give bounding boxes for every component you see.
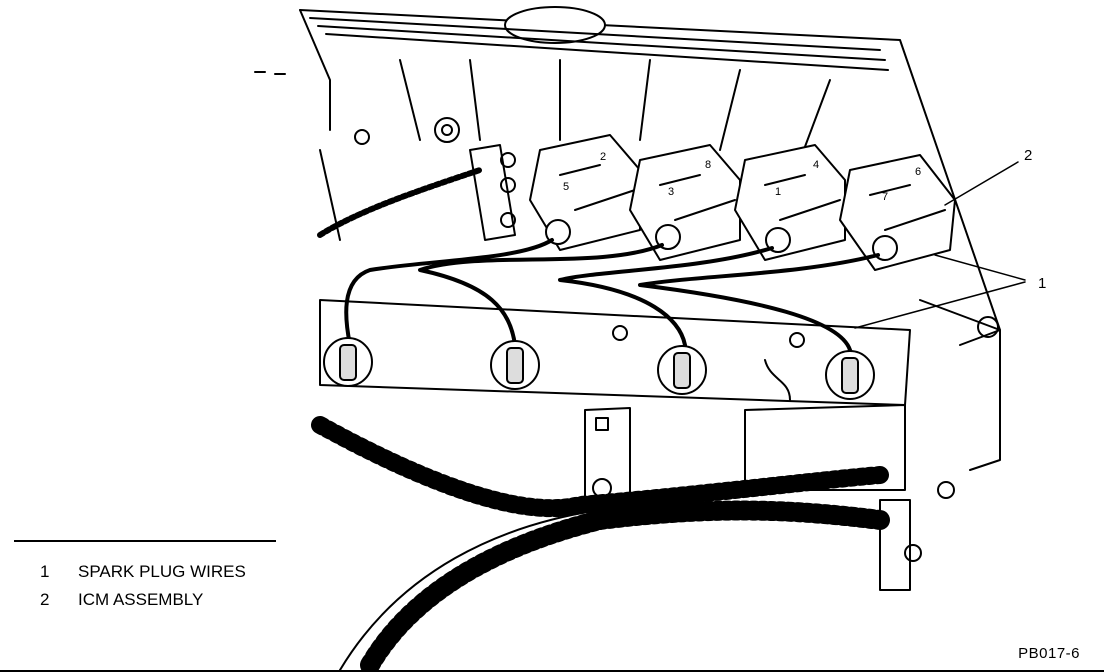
legend-number: 1 bbox=[40, 562, 50, 581]
exhaust-pipe bbox=[311, 416, 889, 518]
coil-number: 8 bbox=[705, 159, 711, 171]
icm-coil-pack-4 bbox=[839, 154, 956, 271]
legend-label: SPARK PLUG WIRES bbox=[78, 562, 246, 581]
icm-coil-pack-3 bbox=[734, 144, 846, 261]
coil-number: 1 bbox=[775, 186, 781, 198]
coil-number: 4 bbox=[813, 159, 819, 171]
figure-id: PB017-6 bbox=[1018, 645, 1080, 662]
callout-2-leader bbox=[944, 161, 1019, 206]
legend-label: ICM ASSEMBLY bbox=[78, 590, 204, 609]
coil-number: 6 bbox=[915, 166, 921, 178]
coil-number: 7 bbox=[882, 191, 888, 203]
cylinder-head bbox=[319, 299, 911, 406]
callout-1-leader-b bbox=[854, 281, 1026, 329]
legend-divider bbox=[14, 540, 276, 542]
coil-number: 2 bbox=[600, 151, 606, 163]
legend-item-2: 2 ICM ASSEMBLY bbox=[40, 590, 203, 610]
icm-coil-pack-2 bbox=[629, 144, 741, 261]
wiring-harness bbox=[317, 167, 483, 238]
legend-item-1: 1 SPARK PLUG WIRES bbox=[40, 562, 246, 582]
coil-number: 3 bbox=[668, 186, 674, 198]
callout-2-label: 2 bbox=[1024, 147, 1032, 164]
legend-number: 2 bbox=[40, 590, 50, 609]
callout-1-leader-a bbox=[934, 254, 1026, 281]
coil-number: 5 bbox=[563, 181, 569, 193]
frame-bottom-border bbox=[0, 670, 1104, 672]
callout-1-label: 1 bbox=[1038, 275, 1046, 292]
